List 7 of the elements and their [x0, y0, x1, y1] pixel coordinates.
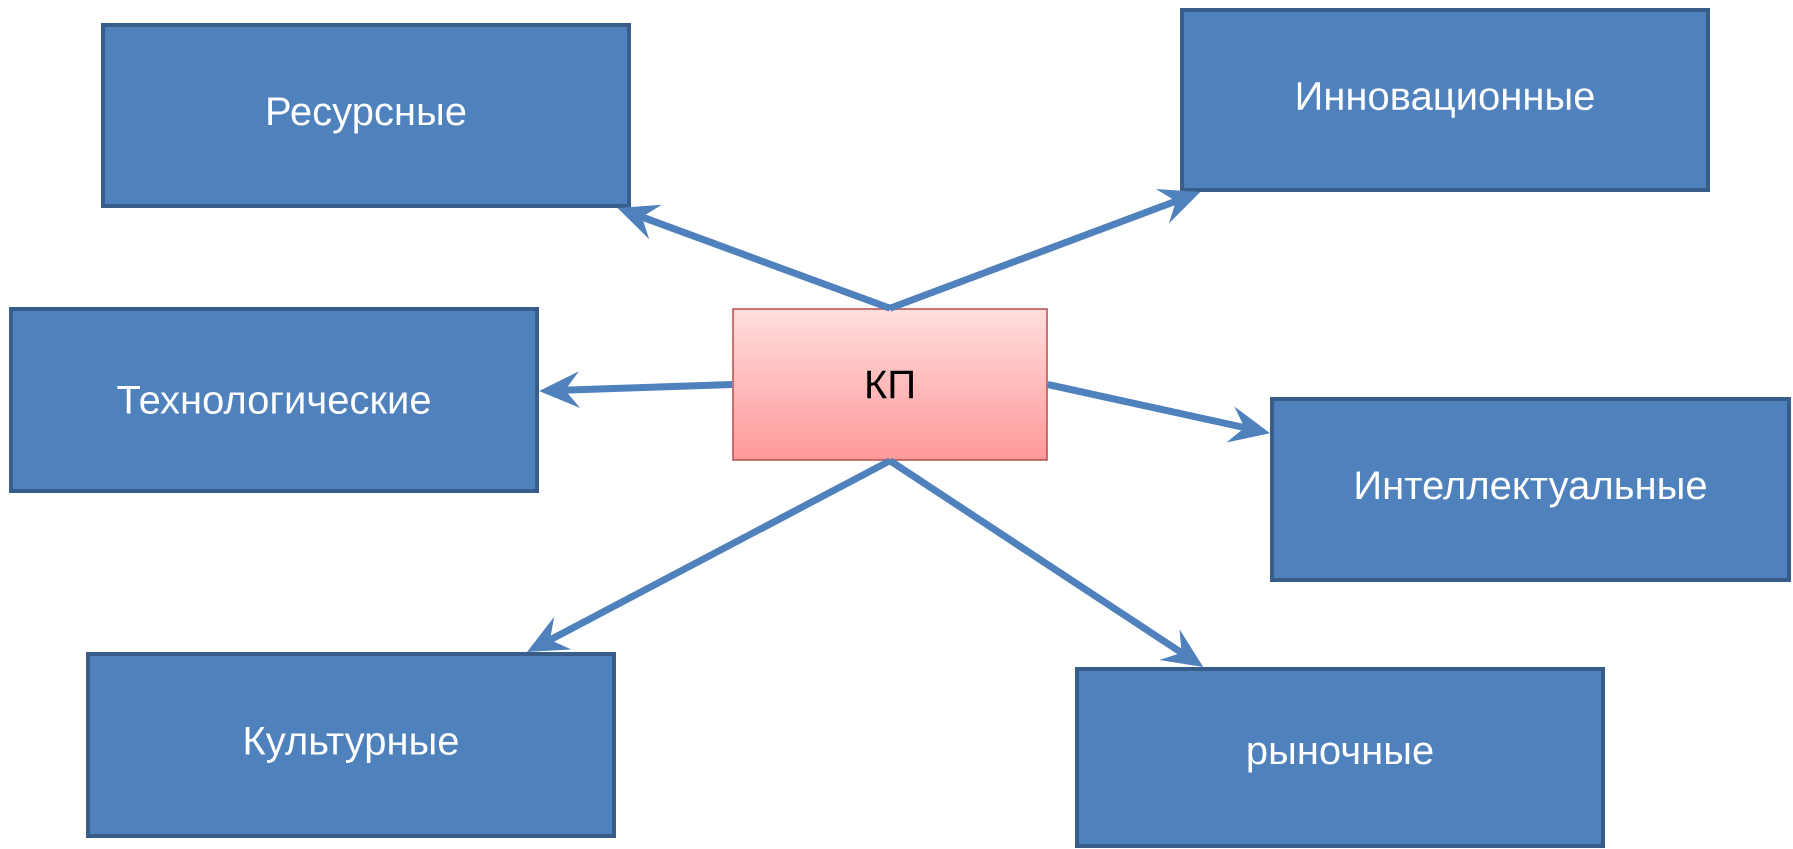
category-box: Культурные [86, 652, 616, 838]
category-box: рыночные [1075, 667, 1605, 848]
category-box: Ресурсные [101, 23, 631, 208]
center-box: КП [732, 308, 1048, 461]
category-box: Технологические [9, 307, 539, 493]
category-box: Инновационные [1180, 8, 1710, 192]
category-box: Интеллектуальные [1270, 397, 1791, 582]
